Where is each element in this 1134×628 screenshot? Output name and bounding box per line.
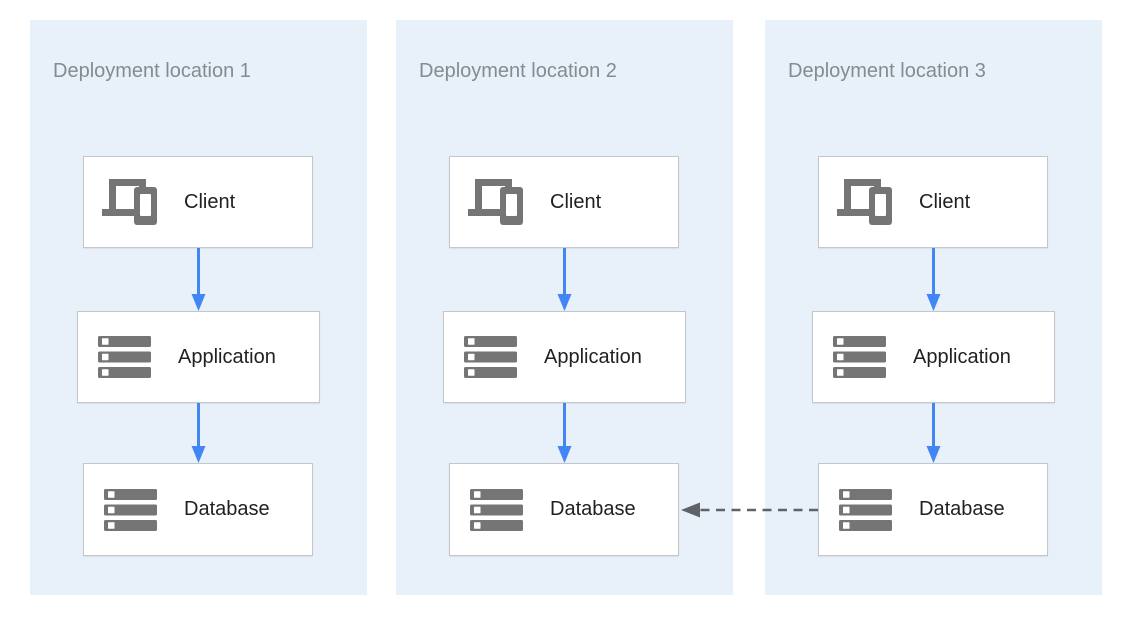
client-node: Client xyxy=(449,156,679,248)
flow-arrow-application-to-database xyxy=(190,403,207,463)
application-node: Application xyxy=(812,311,1055,403)
node-label: Client xyxy=(184,190,236,213)
application-node: Application xyxy=(443,311,686,403)
node-label: Application xyxy=(913,345,1011,368)
database-node: Database xyxy=(449,463,679,556)
server-stack-icon xyxy=(468,488,524,531)
flow-arrow-client-to-application xyxy=(556,248,573,311)
dashed-arrow-database3-to-database2 xyxy=(676,498,822,522)
deployment-location-2-panel: Deployment location 2 Client xyxy=(396,20,733,595)
node-label: Client xyxy=(550,190,602,213)
node-label: Database xyxy=(550,498,636,520)
node-label: Client xyxy=(919,190,971,213)
server-stack-icon xyxy=(462,336,518,378)
flow-arrow-application-to-database xyxy=(925,403,942,463)
database-node: Database xyxy=(83,463,313,556)
node-label: Application xyxy=(178,345,276,368)
client-devices-icon xyxy=(102,179,158,225)
deployment-location-3-panel: Deployment location 3 Client xyxy=(765,20,1102,595)
server-stack-icon xyxy=(102,488,158,531)
deployment-location-1-panel: Deployment location 1 Client xyxy=(30,20,367,595)
application-node: Application xyxy=(77,311,320,403)
panel-title: Deployment location 2 xyxy=(419,60,617,82)
server-stack-icon xyxy=(96,336,152,378)
client-devices-icon xyxy=(468,179,524,225)
client-node: Client xyxy=(818,156,1048,248)
client-devices-icon xyxy=(837,179,893,225)
server-stack-icon xyxy=(831,336,887,378)
panel-title: Deployment location 3 xyxy=(788,60,986,82)
flow-arrow-client-to-application xyxy=(925,248,942,311)
database-node: Database xyxy=(818,463,1048,556)
node-label: Database xyxy=(919,498,1005,520)
node-label: Application xyxy=(544,345,642,368)
flow-arrow-client-to-application xyxy=(190,248,207,311)
node-label: Database xyxy=(184,498,270,520)
panel-title: Deployment location 1 xyxy=(53,60,251,82)
client-node: Client xyxy=(83,156,313,248)
flow-arrow-application-to-database xyxy=(556,403,573,463)
server-stack-icon xyxy=(837,488,893,531)
